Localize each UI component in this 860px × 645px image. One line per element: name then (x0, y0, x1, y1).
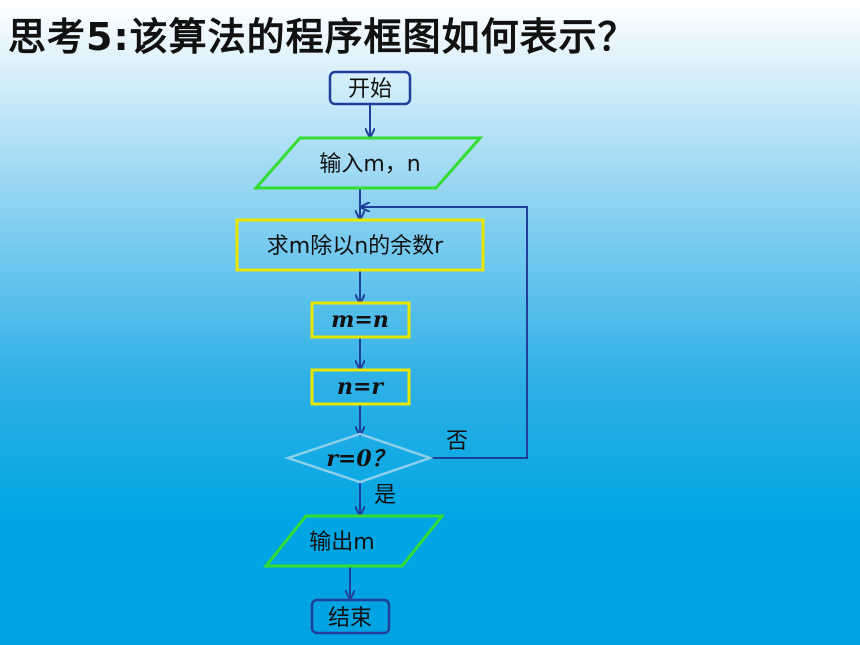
assign-n-node: n=r (310, 368, 411, 406)
assign-m-label: m=n (331, 307, 389, 333)
connector-lines (350, 104, 528, 598)
remainder-label: 求m除以n的余数r (267, 234, 444, 259)
assign-n-label: n=r (337, 374, 384, 400)
decision-label: r=0？ (326, 446, 393, 472)
start-label: 开始 (348, 77, 392, 102)
decision-node: r=0？ (284, 432, 434, 484)
output-label: 输出m (309, 530, 374, 555)
assign-m-node: m=n (310, 301, 411, 339)
loop-back-arrow (362, 207, 528, 459)
start-node: 开始 (328, 70, 412, 106)
input-node: 输入m，n (252, 136, 484, 190)
end-label: 结束 (328, 606, 372, 631)
input-label: 输入m，n (319, 152, 420, 177)
end-node: 结束 (310, 598, 391, 635)
remainder-node: 求m除以n的余数r (235, 218, 485, 272)
yes-branch-label: 是 (374, 483, 396, 508)
output-node: 输出m (262, 514, 446, 568)
page-title: 思考5:该算法的程序框图如何表示？ (8, 15, 637, 59)
no-branch-label: 否 (446, 429, 468, 454)
